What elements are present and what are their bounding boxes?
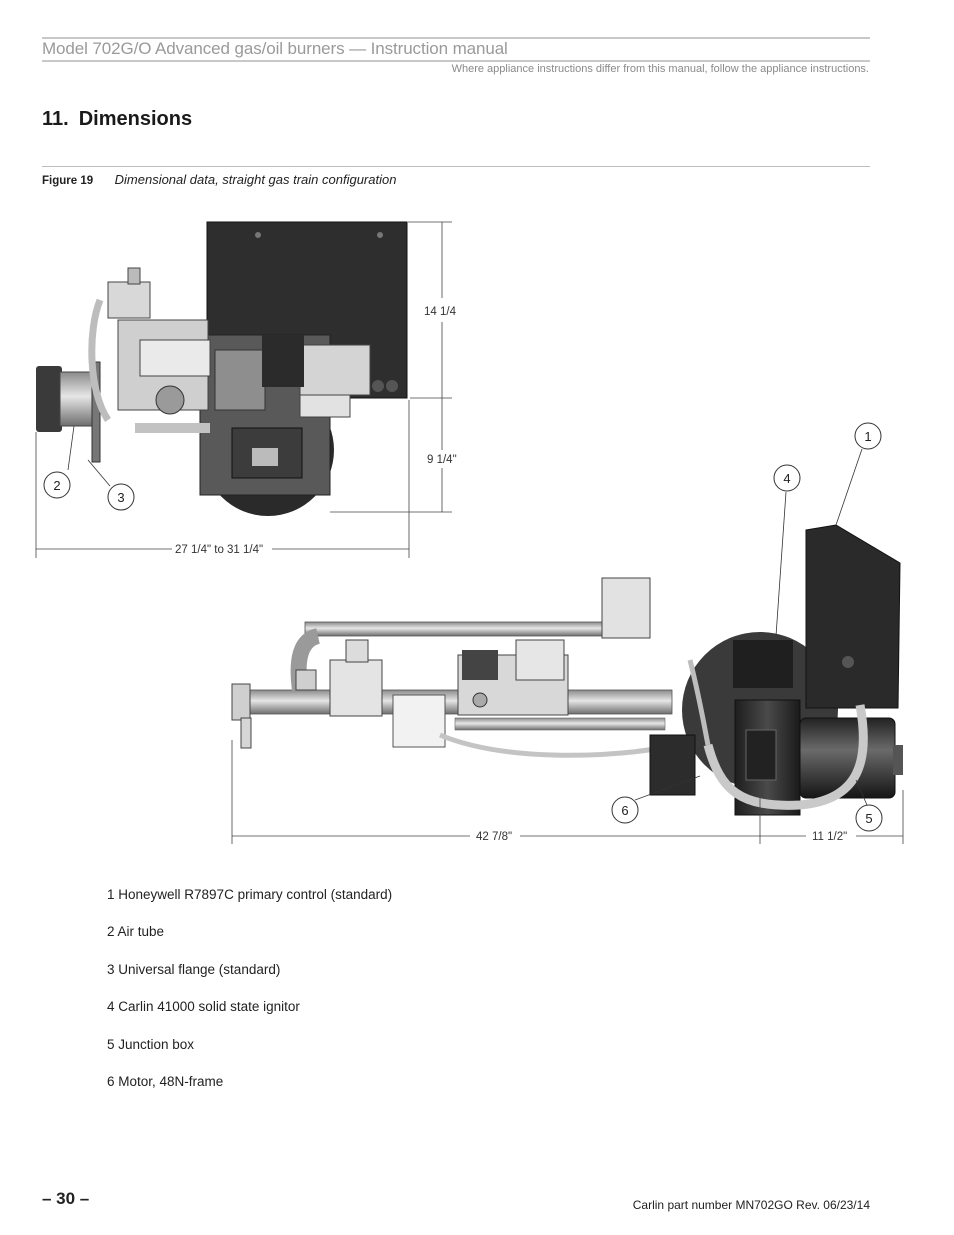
dimension-height-lower: 9 1/4" — [427, 454, 457, 466]
callout-3: 3 — [107, 483, 135, 511]
callout-6: 6 — [611, 796, 639, 824]
section-title: Dimensions — [78, 108, 193, 130]
parts-legend: 1 Honeywell R7897C primary control (stan… — [107, 886, 392, 1110]
figure-label: Figure 19 — [42, 175, 94, 187]
page-number: – 30 – — [42, 1189, 90, 1208]
figure-caption: Figure 19 Dimensional data, straight gas… — [42, 172, 396, 187]
side-view-dimension-lines — [35, 221, 452, 558]
gas-train-pipe — [231, 689, 673, 715]
svg-text:2: 2 — [53, 478, 60, 493]
document-title: Model 702G/O Advanced gas/oil burners — … — [42, 39, 508, 58]
primary-control — [805, 524, 901, 709]
pilot-valve — [601, 577, 651, 639]
svg-text:1: 1 — [864, 429, 871, 444]
legend-item: 6 Motor, 48N-frame — [107, 1073, 224, 1089]
callout-5: 5 — [855, 804, 883, 832]
header-note: Where appliance instructions differ from… — [451, 63, 869, 75]
legend-item: 3 Universal flange (standard) — [107, 961, 281, 977]
side-view — [36, 221, 408, 516]
gas-pressure-regulator — [329, 659, 383, 717]
callout-4: 4 — [773, 464, 801, 492]
dimension-length-tail: 11 1/2" — [812, 831, 847, 843]
svg-text:4: 4 — [783, 471, 790, 486]
svg-text:3: 3 — [117, 490, 124, 505]
top-view-dimension-lines — [231, 740, 904, 844]
callout-2: 2 — [43, 471, 71, 499]
figure-caption-text: Dimensional data, straight gas train con… — [114, 172, 397, 187]
svg-text:6: 6 — [621, 803, 628, 818]
dimension-length-side: 27 1/4" to 31 1/4" — [175, 544, 263, 556]
gas-valve — [107, 281, 151, 319]
figure-rule — [42, 166, 870, 167]
dimension-length-train: 42 7/8" — [476, 831, 512, 843]
header-rule-bottom — [42, 60, 870, 62]
legend-item: 1 Honeywell R7897C primary control (stan… — [107, 887, 393, 902]
gas-train-junction-box — [392, 694, 446, 748]
legend-item: 2 Air tube — [107, 924, 165, 940]
legend-item: 4 Carlin 41000 solid state ignitor — [107, 999, 300, 1015]
part-number: Carlin part number MN702GO Rev. 06/23/14 — [632, 1198, 870, 1212]
top-view — [231, 524, 903, 816]
section-heading: 11. Dimensions — [42, 108, 192, 131]
section-number: 11. — [42, 108, 69, 130]
header-rule-top — [42, 37, 870, 39]
legend-item: 5 Junction box — [107, 1036, 195, 1052]
air-tube-end — [36, 366, 62, 432]
svg-text:5: 5 — [865, 811, 872, 826]
dimension-height-upper: 14 1/4 — [424, 306, 457, 318]
callout-1: 1 — [854, 422, 882, 450]
solid-state-ignitor — [733, 640, 793, 688]
